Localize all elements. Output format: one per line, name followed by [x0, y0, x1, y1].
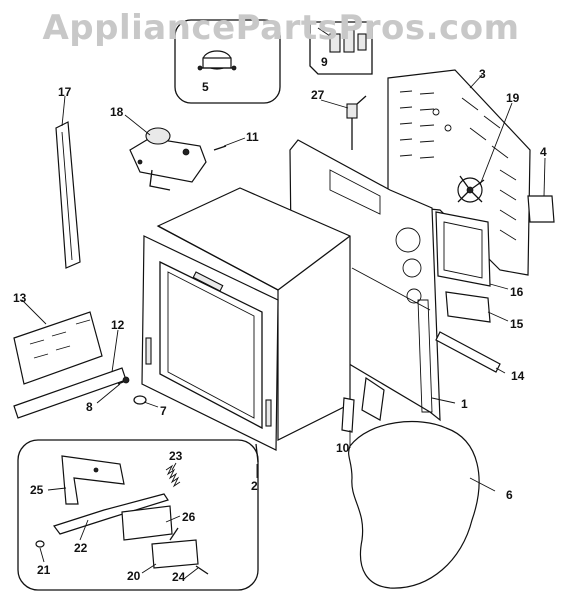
part-15-bracket: [445, 291, 491, 323]
part-11-screw: [213, 145, 227, 151]
callout-18: 18: [110, 105, 124, 119]
part-7-grommet: [133, 395, 147, 405]
part-17-strip: [55, 121, 81, 269]
callout-6: 6: [506, 488, 513, 502]
callout-13: 13: [13, 291, 27, 305]
part-9-group: [309, 21, 373, 75]
part-18-bracket: [129, 127, 207, 191]
part-3-back-panel: [387, 69, 531, 276]
callout-5: 5: [202, 80, 209, 94]
callout-11: 11: [246, 130, 259, 144]
callout-4: 4: [540, 145, 547, 159]
callout-21: 21: [37, 563, 51, 577]
part-1-strip: [417, 299, 433, 413]
callout-14: 14: [511, 369, 525, 383]
callout-8: 8: [86, 400, 93, 414]
callout-10: 10: [336, 441, 350, 455]
callout-25: 25: [30, 483, 44, 497]
callout-19: 19: [506, 91, 520, 105]
part-4-plate: [527, 195, 555, 223]
part-8-screw: [117, 376, 130, 385]
callout-24: 24: [172, 570, 186, 584]
leader-lines: [21, 74, 546, 579]
callout-20: 20: [127, 569, 141, 583]
callout-15: 15: [510, 317, 524, 331]
part-16-frame: [435, 211, 491, 287]
callout-17: 17: [58, 85, 72, 99]
watermark: AppliancePartsPros.com: [42, 8, 520, 48]
callout-3: 3: [479, 67, 486, 81]
oven-cavity: [141, 187, 351, 451]
inset-box: [17, 439, 259, 591]
callout-12: 12: [111, 318, 125, 332]
part-27-terminal: [346, 95, 367, 150]
part-5-group: [174, 19, 281, 104]
callout-9: 9: [321, 55, 328, 69]
callout-22: 22: [74, 541, 88, 555]
part-14-rail: [435, 331, 501, 373]
part-6-insulation: [348, 420, 480, 589]
callout-23: 23: [169, 449, 183, 463]
callout-labels: 1 2 3 4 5 6 7 8 9 10 11 12 13 14 15 16 1…: [13, 55, 547, 584]
callout-26: 26: [182, 510, 196, 524]
part-19-fan: [457, 175, 485, 203]
callout-1: 1: [461, 397, 468, 411]
part-10-latch: [341, 376, 385, 433]
callout-7: 7: [160, 404, 167, 418]
callout-27: 27: [311, 88, 325, 102]
callout-2: 2: [251, 479, 258, 493]
part-13-panel: [13, 311, 103, 385]
callout-16: 16: [510, 285, 524, 299]
